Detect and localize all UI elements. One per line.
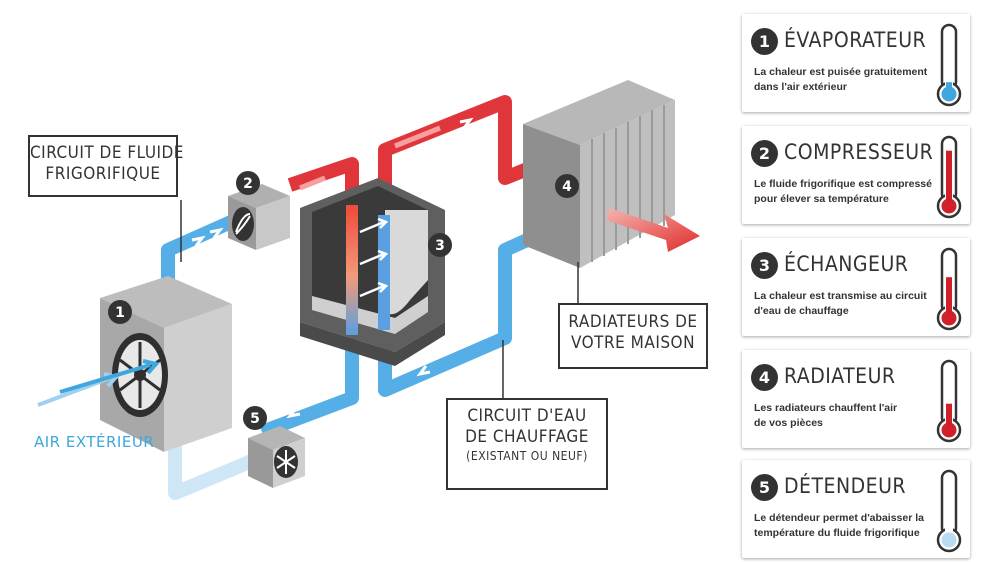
thermometer-bulb bbox=[941, 422, 957, 438]
marker-3-label: 3 bbox=[435, 238, 445, 254]
thermometer-icon bbox=[936, 469, 962, 553]
legend-description-line: d'eau de chauffage bbox=[754, 305, 849, 318]
legend-card-echangeur: 3 ÉCHANGEUR La chaleur est transmise au … bbox=[742, 238, 970, 336]
legend-description-line: température du fluide frigorifique bbox=[754, 527, 920, 540]
thermometer-icon bbox=[936, 23, 962, 107]
thermometer-bulb bbox=[941, 310, 957, 326]
callout-radiateurs-line1: Radiateurs de bbox=[568, 312, 698, 332]
legend-description-line: La chaleur est puisée gratuitement bbox=[754, 66, 928, 78]
callout-circuit-eau: Circuit d'eau de chauffage (existant ou … bbox=[446, 398, 608, 490]
legend-description: La chaleur est puisée gratuitement dans … bbox=[754, 65, 934, 95]
marker-3: 3 bbox=[428, 233, 452, 257]
callout-circuit-eau-line2: de chauffage bbox=[465, 427, 589, 448]
evaporator-unit bbox=[100, 276, 232, 452]
legend-card-radiateur: 4 RADIATEUR Les radiateurs chauffent l'a… bbox=[742, 350, 970, 448]
fluid-pipe-to-compressor bbox=[161, 211, 243, 285]
legend-number: 1 bbox=[751, 28, 778, 55]
callout-circuit-fluide: Circuit de fluide frigorifique bbox=[28, 135, 184, 197]
legend-description-line: Le fluide frigorifique est compressé bbox=[754, 178, 932, 190]
water-circuit-pipe bbox=[259, 225, 548, 439]
marker-2-label: 2 bbox=[243, 176, 253, 192]
thermometer-icon bbox=[936, 359, 962, 443]
legend-title: COMPRESSEUR bbox=[784, 140, 934, 164]
callout-circuit-fluide-line1: Circuit de fluide bbox=[30, 143, 184, 163]
callout-circuit-eau-line1: Circuit d'eau bbox=[467, 406, 587, 426]
thermometer-bulb bbox=[941, 198, 957, 214]
hot-air-arrow bbox=[606, 208, 700, 252]
legend-description-line: pour élever sa température bbox=[754, 193, 889, 206]
heat-pump-diagram: 1 2 3 4 5 bbox=[37, 80, 700, 500]
callout-radiateurs: Radiateurs de votre maison bbox=[558, 303, 708, 369]
legend-number: 5 bbox=[751, 474, 778, 501]
legend-number: 3 bbox=[751, 252, 778, 279]
legend-card-detendeur: 5 DÉTENDEUR Le détendeur permet d'abaiss… bbox=[742, 460, 970, 558]
marker-4: 4 bbox=[555, 174, 579, 198]
marker-1: 1 bbox=[108, 300, 132, 324]
callout-leaders bbox=[180, 200, 579, 400]
legend-card-compresseur: 2 COMPRESSEUR Le fluide frigorifique est… bbox=[742, 126, 970, 224]
exchanger-unit bbox=[300, 178, 445, 366]
legend-description: Les radiateurs chauffent l'air de vos pi… bbox=[754, 401, 934, 431]
legend-description: La chaleur est transmise au circuit d'ea… bbox=[754, 289, 934, 319]
flow-arrows bbox=[191, 117, 474, 419]
legend-title: RADIATEUR bbox=[784, 364, 896, 388]
legend-description-line: Les radiateurs chauffent l'air bbox=[754, 402, 898, 414]
legend-title: ÉVAPORATEUR bbox=[784, 28, 927, 52]
legend-description-line: de vos pièces bbox=[754, 417, 823, 430]
expansion-valve-unit bbox=[248, 426, 305, 488]
marker-5-label: 5 bbox=[250, 411, 260, 427]
thermometer-level bbox=[946, 150, 952, 204]
thermometer-level bbox=[946, 277, 952, 316]
thermometer-level bbox=[946, 403, 952, 428]
thermometer-icon bbox=[936, 135, 962, 219]
legend-description-line: La chaleur est transmise au circuit bbox=[754, 290, 927, 302]
marker-1-label: 1 bbox=[115, 305, 125, 321]
radiator-unit bbox=[523, 80, 675, 268]
callout-radiateurs-line2: votre maison bbox=[570, 333, 696, 354]
thermometer-bulb bbox=[941, 532, 957, 548]
legend-description: Le détendeur permet d'abaisser la tempér… bbox=[754, 511, 934, 541]
legend-description-line: dans l'air extérieur bbox=[754, 81, 847, 94]
hot-water-pipe bbox=[378, 95, 543, 230]
marker-4-label: 4 bbox=[562, 179, 572, 195]
legend-title: DÉTENDEUR bbox=[784, 474, 907, 498]
air-intake-arrows bbox=[37, 359, 160, 407]
marker-5: 5 bbox=[243, 406, 267, 430]
compressor-unit bbox=[228, 184, 290, 250]
air-exterieur-label: Air extérieur bbox=[34, 433, 155, 451]
marker-2: 2 bbox=[236, 171, 260, 195]
legend-description-line: Le détendeur permet d'abaisser la bbox=[754, 512, 924, 524]
legend-card-evaporateur: 1 ÉVAPORATEUR La chaleur est puisée grat… bbox=[742, 14, 970, 112]
legend-description: Le fluide frigorifique est compressé pou… bbox=[754, 177, 934, 207]
callout-circuit-eau-note: (existant ou neuf) bbox=[466, 448, 588, 463]
thermometer-bulb bbox=[941, 86, 957, 102]
thermometer-icon bbox=[936, 247, 962, 331]
legend-number: 4 bbox=[751, 364, 778, 391]
legend-number: 2 bbox=[751, 140, 778, 167]
callout-circuit-fluide-line2: frigorifique bbox=[45, 164, 161, 185]
legend-title: ÉCHANGEUR bbox=[784, 252, 909, 276]
